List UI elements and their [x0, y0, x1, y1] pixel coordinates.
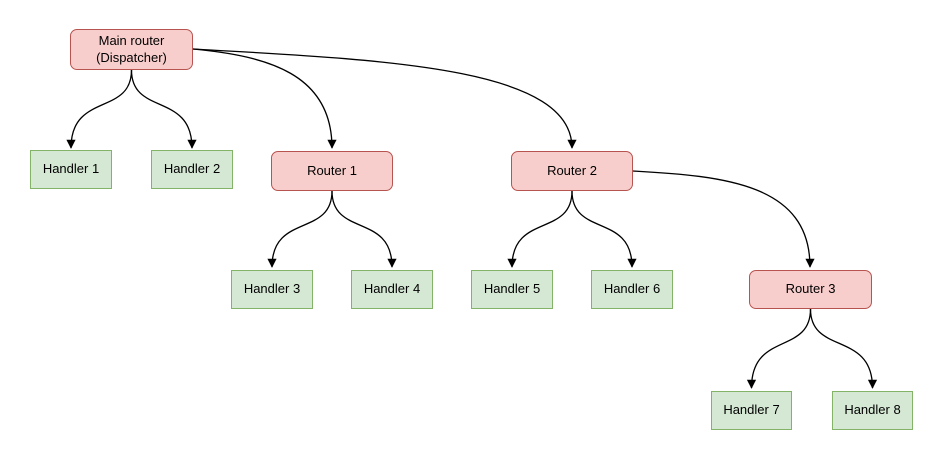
node-router-3: Router 3: [749, 270, 872, 309]
node-router-1: Router 1: [271, 151, 393, 191]
node-handler-1: Handler 1: [30, 150, 112, 189]
node-handler-7: Handler 7: [711, 391, 792, 430]
node-router-2: Router 2: [511, 151, 633, 191]
edge-router-3-to-handler-8: [809, 308, 878, 389]
node-main-router: Main router (Dispatcher): [70, 29, 193, 70]
edge-main-router-to-router-1: [192, 48, 337, 149]
node-handler-4: Handler 4: [351, 270, 433, 309]
edge-main-router-to-handler-2: [130, 69, 197, 149]
edge-router-1-to-handler-3: [267, 190, 333, 268]
edge-main-router-to-handler-1: [66, 69, 133, 149]
node-handler-3: Handler 3: [231, 270, 313, 309]
edge-router-2-to-handler-6: [571, 190, 637, 268]
node-handler-2: Handler 2: [151, 150, 233, 189]
edge-router-1-to-handler-4: [331, 190, 397, 268]
edge-router-3-to-handler-7: [746, 308, 812, 389]
edge-main-router-to-router-2: [192, 48, 577, 149]
node-handler-6: Handler 6: [591, 270, 673, 309]
node-handler-8: Handler 8: [832, 391, 913, 430]
edge-router-2-to-handler-5: [507, 190, 573, 268]
edge-router-2-to-router-3: [632, 170, 815, 268]
node-handler-5: Handler 5: [471, 270, 553, 309]
